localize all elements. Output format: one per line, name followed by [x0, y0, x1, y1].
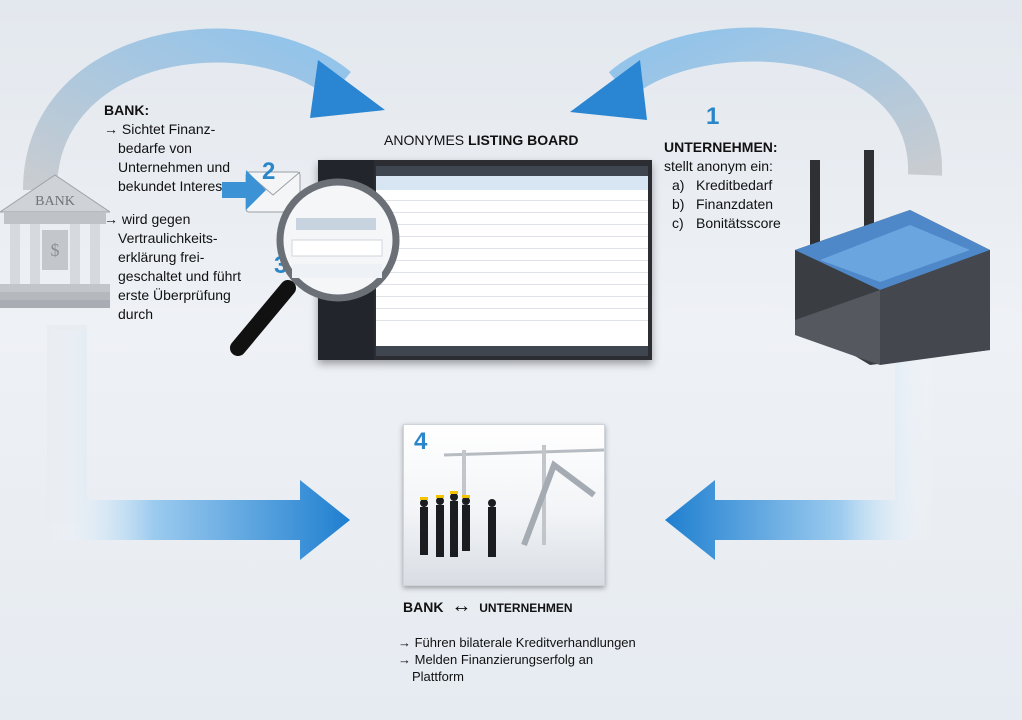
arc-arrowhead-right	[570, 60, 647, 120]
company-subtitle: stellt anonym ein:	[664, 158, 773, 174]
board-title-part1: ANONYMES	[384, 132, 465, 148]
company-description: UNTERNEHMEN: stellt anonym ein: a)Kredit…	[664, 138, 814, 233]
bank-building-icon: BANK $	[0, 160, 118, 310]
company-heading: UNTERNEHMEN:	[664, 139, 778, 155]
svg-text:$: $	[51, 240, 60, 260]
bank-description: BANK: → Sichtet Finanz-bedarfe von Unter…	[104, 101, 244, 324]
company-item-c: c)Bonitätsscore	[672, 215, 781, 231]
board-title-part2: LISTING BOARD	[468, 132, 579, 148]
factory-icon	[790, 150, 990, 365]
svg-text:BANK: BANK	[35, 194, 75, 209]
company-list: a)Kreditbedarf b)Finanzdaten c)Bonitätss…	[664, 176, 814, 233]
bidirectional-arrow-icon: ↔	[451, 595, 472, 617]
bottom-description: → Führen bilaterale Kreditverhandlungen …	[398, 634, 638, 685]
arc-arrow-factory-to-board	[608, 27, 943, 176]
company-item-b: b)Finanzdaten	[672, 196, 774, 212]
bottom-heading: BANK ↔ UNTERNEHMEN	[403, 595, 573, 618]
screen-table	[376, 166, 648, 350]
step-number-1: 1	[706, 103, 720, 130]
bottom-item-1: → Führen bilaterale Kreditverhandlungen	[398, 635, 636, 650]
bank-item-2: → wird gegen Vertraulichkeits-erklärung …	[104, 211, 241, 322]
arc-arrowhead-left	[310, 60, 385, 118]
magnifier-icon	[230, 178, 400, 356]
right-l-arrow	[665, 360, 935, 560]
step-number-2: 2	[262, 158, 276, 185]
bank-heading: BANK:	[104, 102, 150, 118]
bottom-heading-company: UNTERNEHMEN	[479, 601, 573, 615]
meeting-photo	[403, 424, 605, 586]
step-number-4: 4	[414, 428, 428, 455]
bottom-item-2: → Melden Finanzierungserfolg an Plattfor…	[398, 652, 594, 684]
arc-arrow-bank-to-board	[23, 28, 351, 191]
left-l-arrow	[47, 330, 350, 560]
listing-board-title: ANONYMES LISTING BOARD	[384, 132, 578, 148]
bottom-heading-bank: BANK	[403, 599, 444, 615]
envelope-icon	[222, 160, 302, 218]
bank-item-1: → Sichtet Finanz-bedarfe von Unternehmen…	[104, 121, 238, 194]
company-item-a: a)Kreditbedarf	[672, 177, 773, 193]
